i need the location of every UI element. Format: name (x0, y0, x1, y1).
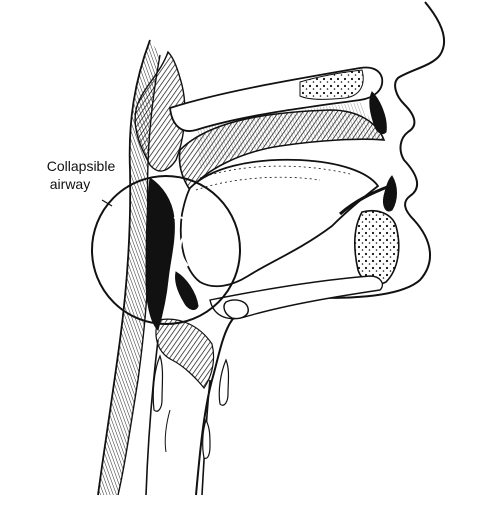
callout-circle (91, 175, 241, 325)
airway-lumen (173, 216, 189, 267)
callout-label-line1: Collapsible (46, 158, 116, 174)
nasal-cavity-hatching (196, 102, 382, 170)
collapsed-airway-shadow (145, 177, 175, 331)
trachea-rings (152, 354, 230, 459)
callout-leader (101, 199, 113, 207)
epiglottis (175, 271, 199, 310)
larynx-dark-tissue (155, 318, 215, 390)
mandible (353, 210, 400, 286)
callout-label-line2: airway (49, 176, 91, 192)
tongue (179, 158, 380, 288)
upper-incisor (369, 91, 387, 135)
nasopharynx-tissue (134, 50, 186, 172)
face-profile-outline (195, 1, 445, 496)
lower-incisor (383, 175, 397, 212)
maxilla-bone (299, 69, 364, 100)
tongue-surface-hatching (195, 165, 351, 191)
trachea-posterior-wall (145, 339, 159, 496)
hyoid-bone (223, 299, 249, 320)
lower-teeth-line (339, 184, 391, 216)
